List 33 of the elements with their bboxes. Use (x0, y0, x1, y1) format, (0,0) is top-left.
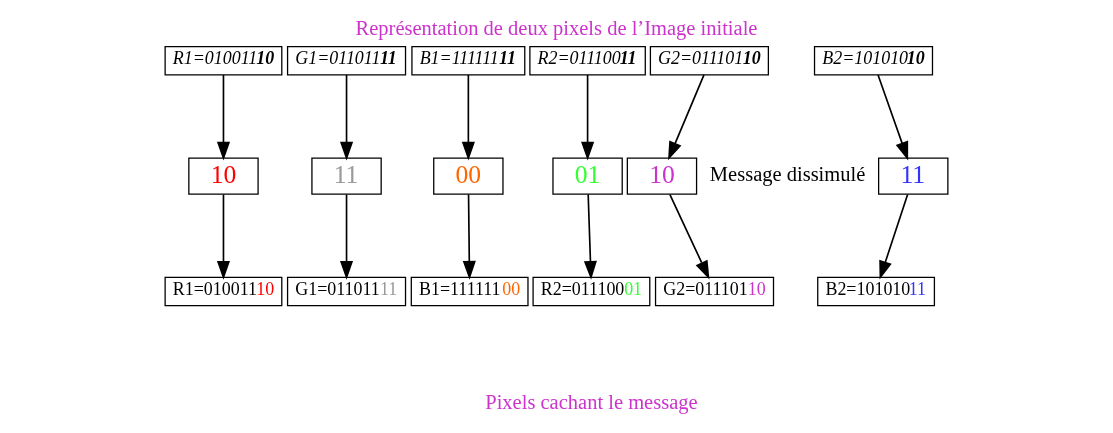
node-box: 10 (626, 157, 698, 195)
arrow (581, 74, 595, 161)
caption: Pixels cachant le message (485, 391, 698, 414)
node-box: 11 (311, 157, 382, 195)
node-box: R1=01001110 (164, 276, 283, 307)
arrow (583, 193, 597, 280)
node-box: B2=10101011 (817, 276, 936, 307)
arrow (216, 193, 231, 280)
node-box: G1=01101111 (286, 46, 407, 76)
node-box: G1=01101111 (286, 276, 407, 307)
arrow (462, 193, 476, 280)
node-box: 00 (433, 157, 504, 195)
diagram-title: Représentation de deux pixels de l’Image initiale (355, 16, 758, 39)
node-box: G2=01110110 (654, 276, 775, 307)
arrow (216, 74, 231, 161)
node-box: G2=01110110 (649, 46, 769, 76)
arrow (340, 193, 354, 280)
arrow (877, 74, 909, 161)
arrow (669, 193, 710, 280)
node-box: B1=11111100 (410, 276, 529, 307)
arrow (340, 74, 354, 161)
arrow (461, 74, 475, 161)
arrow (668, 74, 705, 161)
label: Message dissimulé (709, 162, 866, 185)
node-box: R2=01110001 (532, 276, 651, 307)
node-box: 11 (878, 157, 949, 195)
node-box: B1=11111111 (411, 46, 526, 76)
node-box: R1=01001110 (164, 46, 283, 76)
node-box: R2=01110011 (529, 46, 646, 76)
node-box: B2=10101010 (813, 46, 934, 76)
node-box: 01 (552, 157, 623, 195)
arrow (879, 193, 909, 280)
node-box: 10 (188, 157, 259, 195)
